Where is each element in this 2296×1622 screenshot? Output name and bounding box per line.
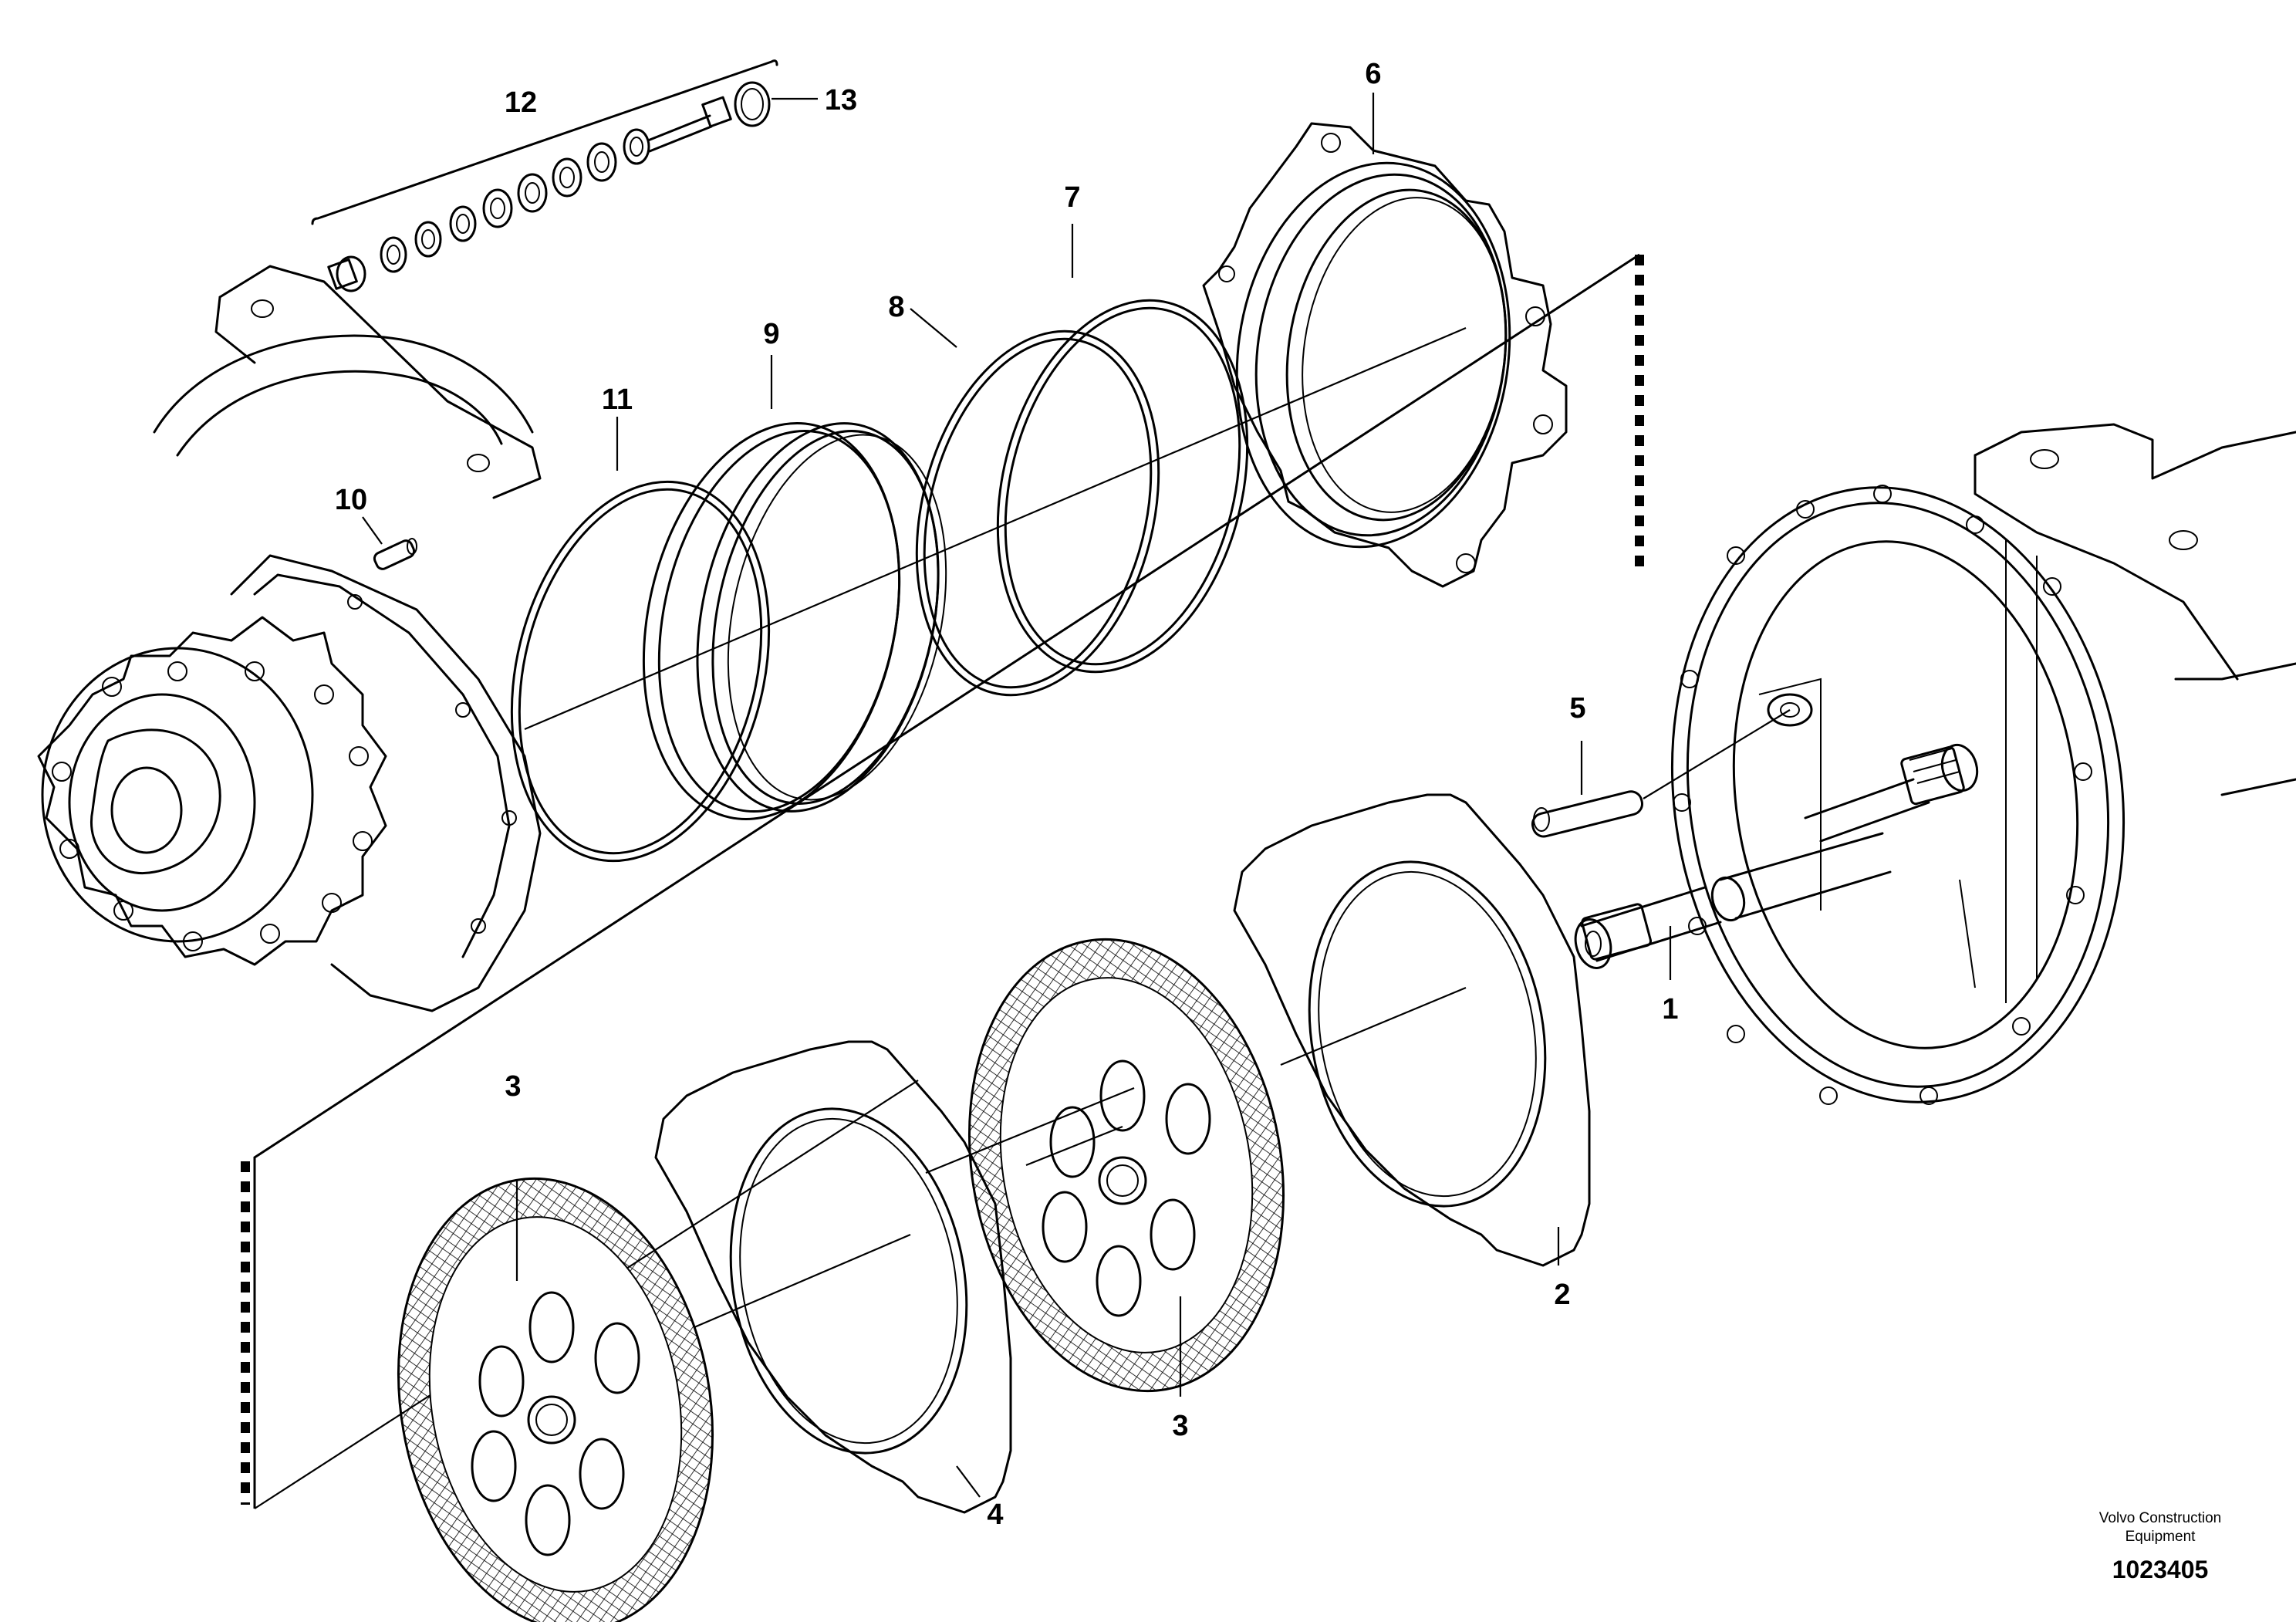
washer-stack-assembly — [311, 59, 778, 292]
o-ring-medium — [915, 329, 1160, 697]
o-ring-large — [510, 480, 771, 863]
callout-1: 1 — [1662, 993, 1678, 1026]
drawing-credit: Volvo Construction Equipment 1023405 — [2099, 1510, 2221, 1583]
reaction-plate-left — [654, 1040, 1012, 1514]
callout-7: 7 — [1064, 181, 1080, 214]
callout-8: 8 — [888, 291, 904, 323]
callout-3-right: 3 — [1172, 1410, 1188, 1442]
callout-9: 9 — [763, 318, 779, 350]
assembly-axis-lines — [524, 326, 1467, 1329]
callout-13: 13 — [825, 84, 857, 117]
brake-cover-flange — [1202, 122, 1568, 588]
leader-lines — [362, 93, 1672, 1498]
callout-11: 11 — [602, 384, 633, 416]
callout-10: 10 — [335, 484, 367, 516]
document-number: 1023405 — [2112, 1556, 2209, 1583]
friction-disc-right — [967, 938, 1285, 1393]
callout-3-left: 3 — [505, 1070, 521, 1103]
callout-6: 6 — [1365, 58, 1381, 90]
wheel-hub — [37, 554, 542, 1012]
credit-line-2: Equipment — [2125, 1529, 2196, 1545]
callout-4: 4 — [987, 1499, 1003, 1531]
guide-pin — [1531, 709, 1791, 838]
reaction-plate-right — [1233, 793, 1591, 1267]
credit-line-1: Volvo Construction — [2099, 1510, 2221, 1526]
callout-12: 12 — [505, 86, 537, 119]
snap-ring — [734, 81, 771, 127]
callout-5: 5 — [1569, 692, 1585, 725]
o-ring-outer — [996, 299, 1249, 674]
axle-housing — [1670, 423, 2296, 1105]
hub-housing-background — [153, 265, 542, 499]
seal-ring — [642, 422, 947, 820]
splined-shaft — [1574, 743, 1979, 969]
callout-labels: 1 2 3 3 4 5 6 7 8 9 10 11 12 13 — [335, 58, 1679, 1531]
callout-2: 2 — [1554, 1279, 1570, 1311]
friction-disc-left — [397, 1177, 714, 1622]
dowel-pin — [373, 538, 417, 570]
